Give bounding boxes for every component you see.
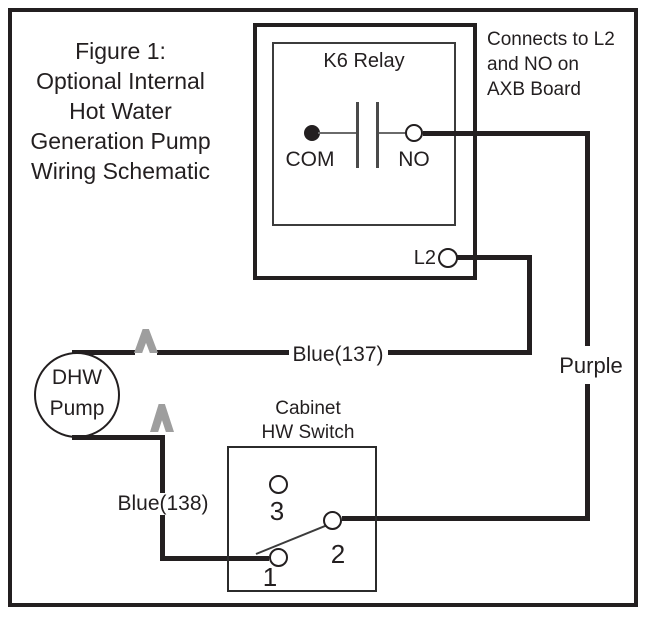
hw-switch-title-line: HW Switch — [261, 422, 355, 443]
l2-terminal-circle — [438, 248, 458, 268]
wire-blue137-left-b — [157, 350, 289, 355]
switch-terminal-1-label: 1 — [262, 562, 278, 592]
figure-title-line: Hot Water — [69, 98, 172, 124]
no-label: NO — [398, 148, 430, 171]
figure-title: Figure 1: Optional Internal Hot Water Ge… — [18, 36, 223, 186]
wire-purple-vertical-bottom — [585, 384, 590, 521]
connection-note-line: Connects to L2 — [487, 29, 615, 50]
switch-terminal-2-label: 2 — [330, 539, 346, 569]
wire-purple-vertical-top — [585, 131, 590, 346]
figure-title-line: Figure 1: — [75, 38, 166, 64]
contact-bar-right — [376, 102, 379, 168]
com-terminal-dot — [304, 125, 320, 141]
purple-wire-label: Purple — [559, 353, 623, 378]
switch-terminal-3-circle — [269, 475, 288, 494]
no-contact-line — [379, 132, 406, 134]
dhw-pump-label-line: Pump — [49, 397, 105, 420]
contact-bar-left — [356, 102, 359, 168]
com-label: COM — [285, 148, 335, 171]
figure-title-line: Wiring Schematic — [31, 158, 210, 184]
wire-no-horizontal — [423, 131, 590, 136]
l2-label: L2 — [413, 247, 436, 269]
wire-blue138-vertical-bottom — [160, 515, 165, 561]
hw-switch-title-line: Cabinet — [275, 398, 341, 419]
switch-terminal-3-label: 3 — [269, 496, 285, 526]
wire-blue137-left-a — [72, 350, 135, 355]
page-border — [8, 8, 638, 607]
blue138-wire-label: Blue(138) — [117, 492, 209, 515]
wire-blue138-horizontal-bottom — [160, 556, 269, 561]
wire-l2-vertical — [527, 255, 532, 355]
connection-note: Connects to L2 and NO on AXB Board — [487, 27, 632, 102]
dhw-pump-label: DHW Pump — [34, 362, 120, 424]
switch-terminal-2-circle — [323, 511, 342, 530]
com-contact-line — [318, 132, 357, 134]
relay-outer-box — [253, 23, 477, 280]
wire-blue137-right — [388, 350, 532, 355]
figure-title-line: Optional Internal — [36, 68, 205, 94]
wire-blue138-vertical-top — [160, 435, 165, 493]
dhw-pump-label-line: DHW — [51, 366, 103, 389]
hw-switch-box — [227, 446, 377, 592]
wire-l2-horizontal — [457, 255, 532, 260]
connection-note-line: AXB Board — [487, 79, 581, 100]
no-terminal-circle — [405, 124, 423, 142]
hw-switch-title: Cabinet HW Switch — [243, 397, 373, 445]
connection-note-line: and NO on — [487, 54, 579, 75]
switch-terminal-1-circle — [269, 548, 288, 567]
wire-purple-horizontal-bottom — [342, 516, 590, 521]
blue137-wire-label: Blue(137) — [292, 343, 384, 366]
wire-blue138-horizontal-top — [72, 435, 165, 440]
figure-title-line: Generation Pump — [30, 128, 211, 154]
relay-title: K6 Relay — [323, 50, 405, 72]
